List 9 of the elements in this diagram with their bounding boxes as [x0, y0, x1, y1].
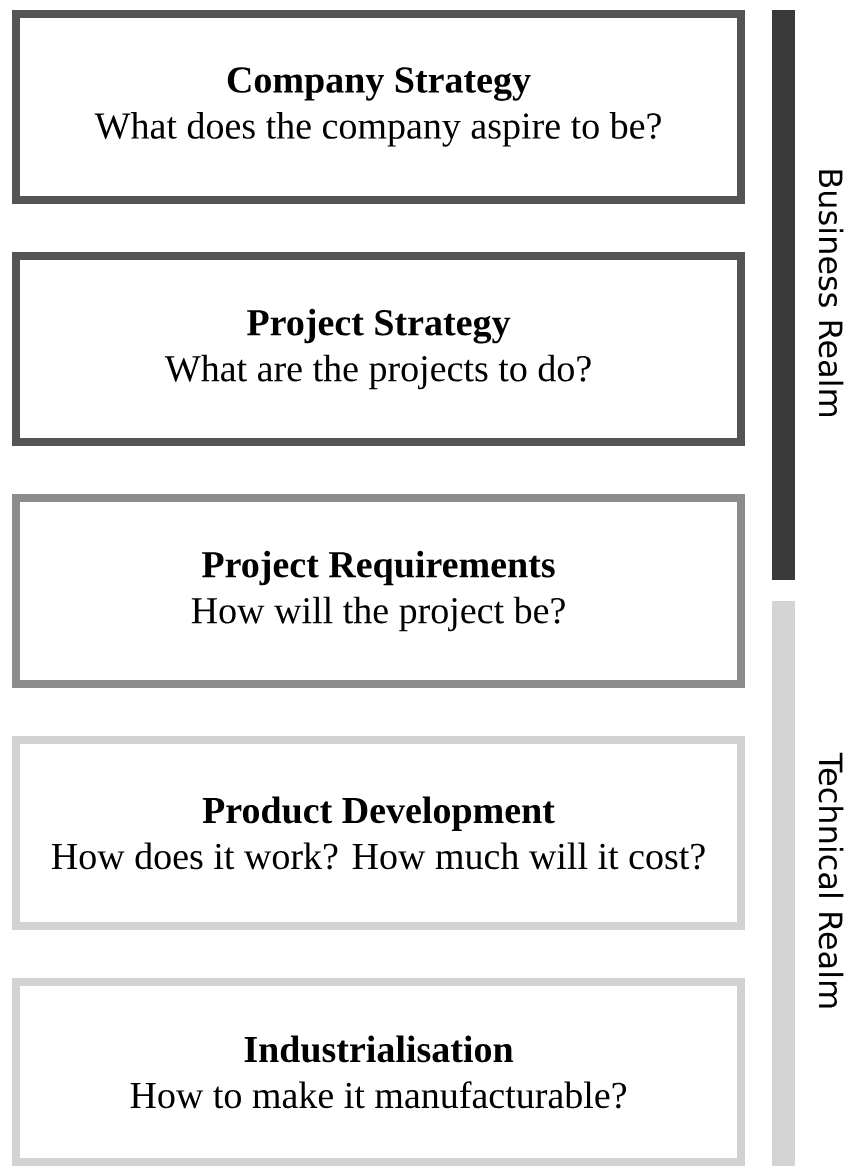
realm-bar	[772, 10, 795, 580]
process-box: Industrialisation How to make it manufacturable?	[12, 978, 745, 1166]
process-box: Project Strategy What are the projects to do?	[12, 252, 745, 446]
realm-bar	[772, 601, 795, 1166]
process-box: Product Development How does it work? How much will it cost?	[12, 736, 745, 930]
process-box: Company Strategy What does the company aspire to be?	[12, 10, 745, 204]
realm-label: Technical Realm	[818, 752, 844, 1008]
realm-label: Business Realm	[818, 170, 844, 416]
process-box: Project Requirements How will the project be?	[12, 494, 745, 688]
